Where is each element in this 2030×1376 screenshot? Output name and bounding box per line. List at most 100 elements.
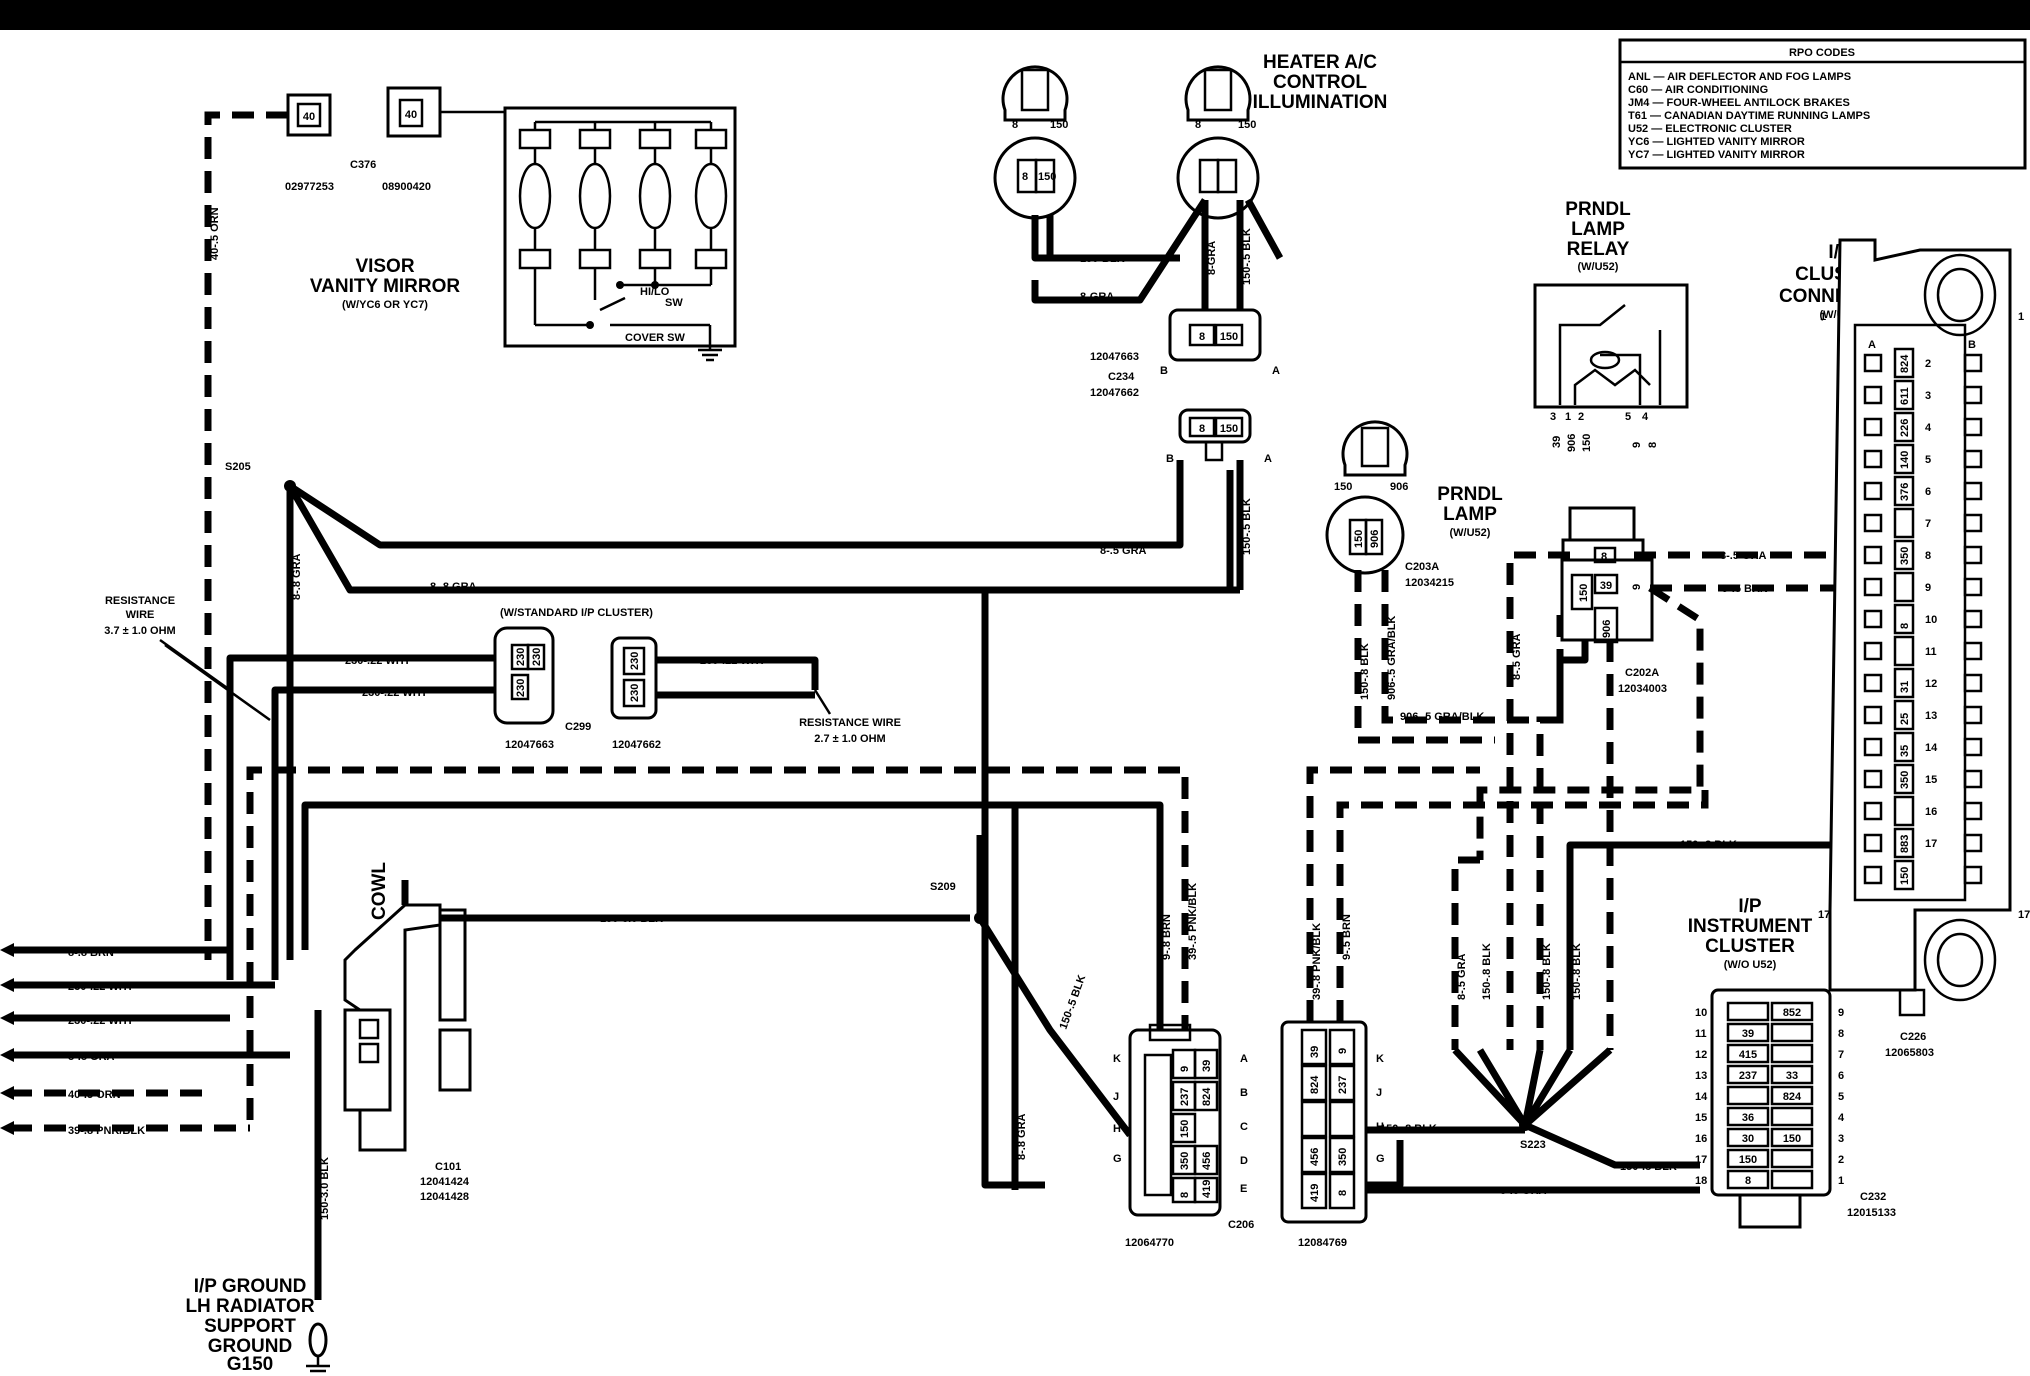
resistance-note: 3.7 ± 1.0 OHM [104,625,175,637]
ground-title: GROUND [208,1336,292,1357]
rpo-code: JM4 — FOUR-WHEEL ANTILOCK BRAKES [1628,97,1850,109]
instr-title: I/P [1738,896,1762,917]
part-number: 12047662 [612,739,661,751]
pin-cell [1893,571,1915,603]
pin-number: 7 [1925,518,1931,530]
wire-label: 150-.8 BLK [1620,1161,1677,1173]
wire-label: 8-.8 GRA [1500,1185,1547,1197]
heater-lamp-right: 8 150 [1176,65,1260,220]
cavity-a [1863,833,1883,853]
cavity-a [1863,577,1883,597]
wire-label: 150-.8 BLK [1541,943,1553,1000]
pin-cell [1893,603,1915,635]
pin-wire-number: 8 [1899,623,1911,629]
svg-text:350: 350 [1179,1152,1191,1170]
cavity-b [1963,609,1983,629]
prndl-relay-title: RELAY [1567,239,1630,260]
svg-text:150: 150 [1353,530,1365,548]
svg-text:A: A [1240,1053,1248,1065]
c232-cell-right [1770,1127,1814,1148]
pin-cell [1893,667,1915,699]
svg-text:237: 237 [1337,1076,1349,1094]
c232-pin-label: 415 [1739,1049,1757,1061]
wire-label: 8-.8 BRN [68,947,114,959]
svg-text:D: D [1240,1155,1248,1167]
svg-text:419: 419 [1201,1180,1213,1198]
wire-label: 150-.5 BLK [1241,228,1253,285]
rpo-code: YC7 — LIGHTED VANITY MIRROR [1628,149,1805,161]
c234-connector: 8 150 B A 12047663 C234 12047662 8 150 B… [1090,308,1280,465]
svg-text:9: 9 [1337,1048,1349,1054]
pin-wire-number: 350 [1899,771,1911,789]
svg-text:39: 39 [1201,1060,1213,1072]
c101-label: C101 [435,1161,461,1173]
svg-text:9: 9 [1179,1066,1191,1072]
c232-row-number: 7 [1838,1049,1844,1061]
wire-label: 150-.8 BLK [1481,943,1493,1000]
c202a-connector: 8 150 39 9 906 C202A 12034003 [1560,506,1667,695]
c232-row-number: 16 [1695,1133,1707,1145]
svg-text:150: 150 [1050,119,1068,131]
part-number: 12034215 [1405,577,1454,589]
svg-text:1: 1 [2018,311,2024,323]
svg-text:1: 1 [1565,411,1571,423]
wire-label: 8-.8 GRA [291,553,303,600]
svg-text:K: K [1113,1053,1121,1065]
c232-row-number: 4 [1838,1112,1845,1124]
pin-number: 6 [1925,486,1931,498]
wire-s209 [976,835,1133,1138]
svg-text:A: A [1272,365,1280,377]
wire-label: 230-.22 WHT [68,981,134,993]
wire-label: 8-.5 GRA [1720,550,1767,562]
pin-number: 2 [1925,358,1931,370]
instr-sub: (W/O U52) [1724,959,1777,971]
pin-number: 4 [1925,422,1932,434]
cavity-a [1863,417,1883,437]
resistance-pointer [159,638,271,722]
c376-connector: 40 40 C376 02977253 08900420 [285,86,505,193]
svg-text:230: 230 [515,648,527,666]
c202a-label: C202A [1625,667,1659,679]
c232-pin-label: 852 [1783,1007,1801,1019]
pin-cell [1893,795,1915,827]
rpo-title: RPO CODES [1789,47,1855,59]
svg-text:8: 8 [1199,331,1205,343]
wire-label: 150-3.0 BLK [319,1157,331,1220]
prndl-lamp: 150 906 150 906 C203A 12034215 [1325,420,1454,589]
ground-title: SUPPORT [204,1316,296,1337]
part-number: 12041428 [420,1191,469,1203]
svg-text:39: 39 [1551,436,1563,448]
prndl-lamp-sub: (W/U52) [1450,527,1491,539]
prndl-relay-sub: (W/U52) [1578,261,1619,273]
c232-cell-left [1726,1001,1770,1022]
c203a-label: C203A [1405,561,1439,573]
cavity-a [1863,737,1883,757]
c232-cell-left [1726,1064,1770,1085]
cavity-a [1863,801,1883,821]
top-border [0,0,2030,30]
cavity-a [1863,545,1883,565]
svg-text:150: 150 [1220,331,1238,343]
cover-switch-label: COVER SW [625,332,686,344]
svg-text:230: 230 [531,648,543,666]
wire-label: 9-.5 BRN [1722,583,1768,595]
cavity-b [1963,705,1983,725]
wire-label: 8-.8 GRA [430,581,477,593]
c232-row-number: 12 [1695,1049,1707,1061]
pin-wire-number: 31 [1899,681,1911,693]
resistance-note: RESISTANCE [105,595,175,607]
rpo-code: U52 — ELECTRONIC CLUSTER [1628,123,1792,135]
prndl-relay-schematic: 3 1 2 5 4 39 906 150 9 8 [1533,283,1689,452]
wire-9-brn-bus [301,801,1164,1065]
c232-row-number: 2 [1838,1154,1844,1166]
cavity-a [1863,769,1883,789]
pin-cell [1893,347,1915,379]
pin-number: 9 [1925,582,1931,594]
part-number: 12034003 [1618,683,1667,695]
svg-text:17: 17 [1818,909,1830,921]
cavity-a [1863,865,1883,885]
svg-text:230: 230 [515,679,527,697]
svg-text:E: E [1240,1183,1247,1195]
pin-wire-number: 376 [1899,483,1911,501]
